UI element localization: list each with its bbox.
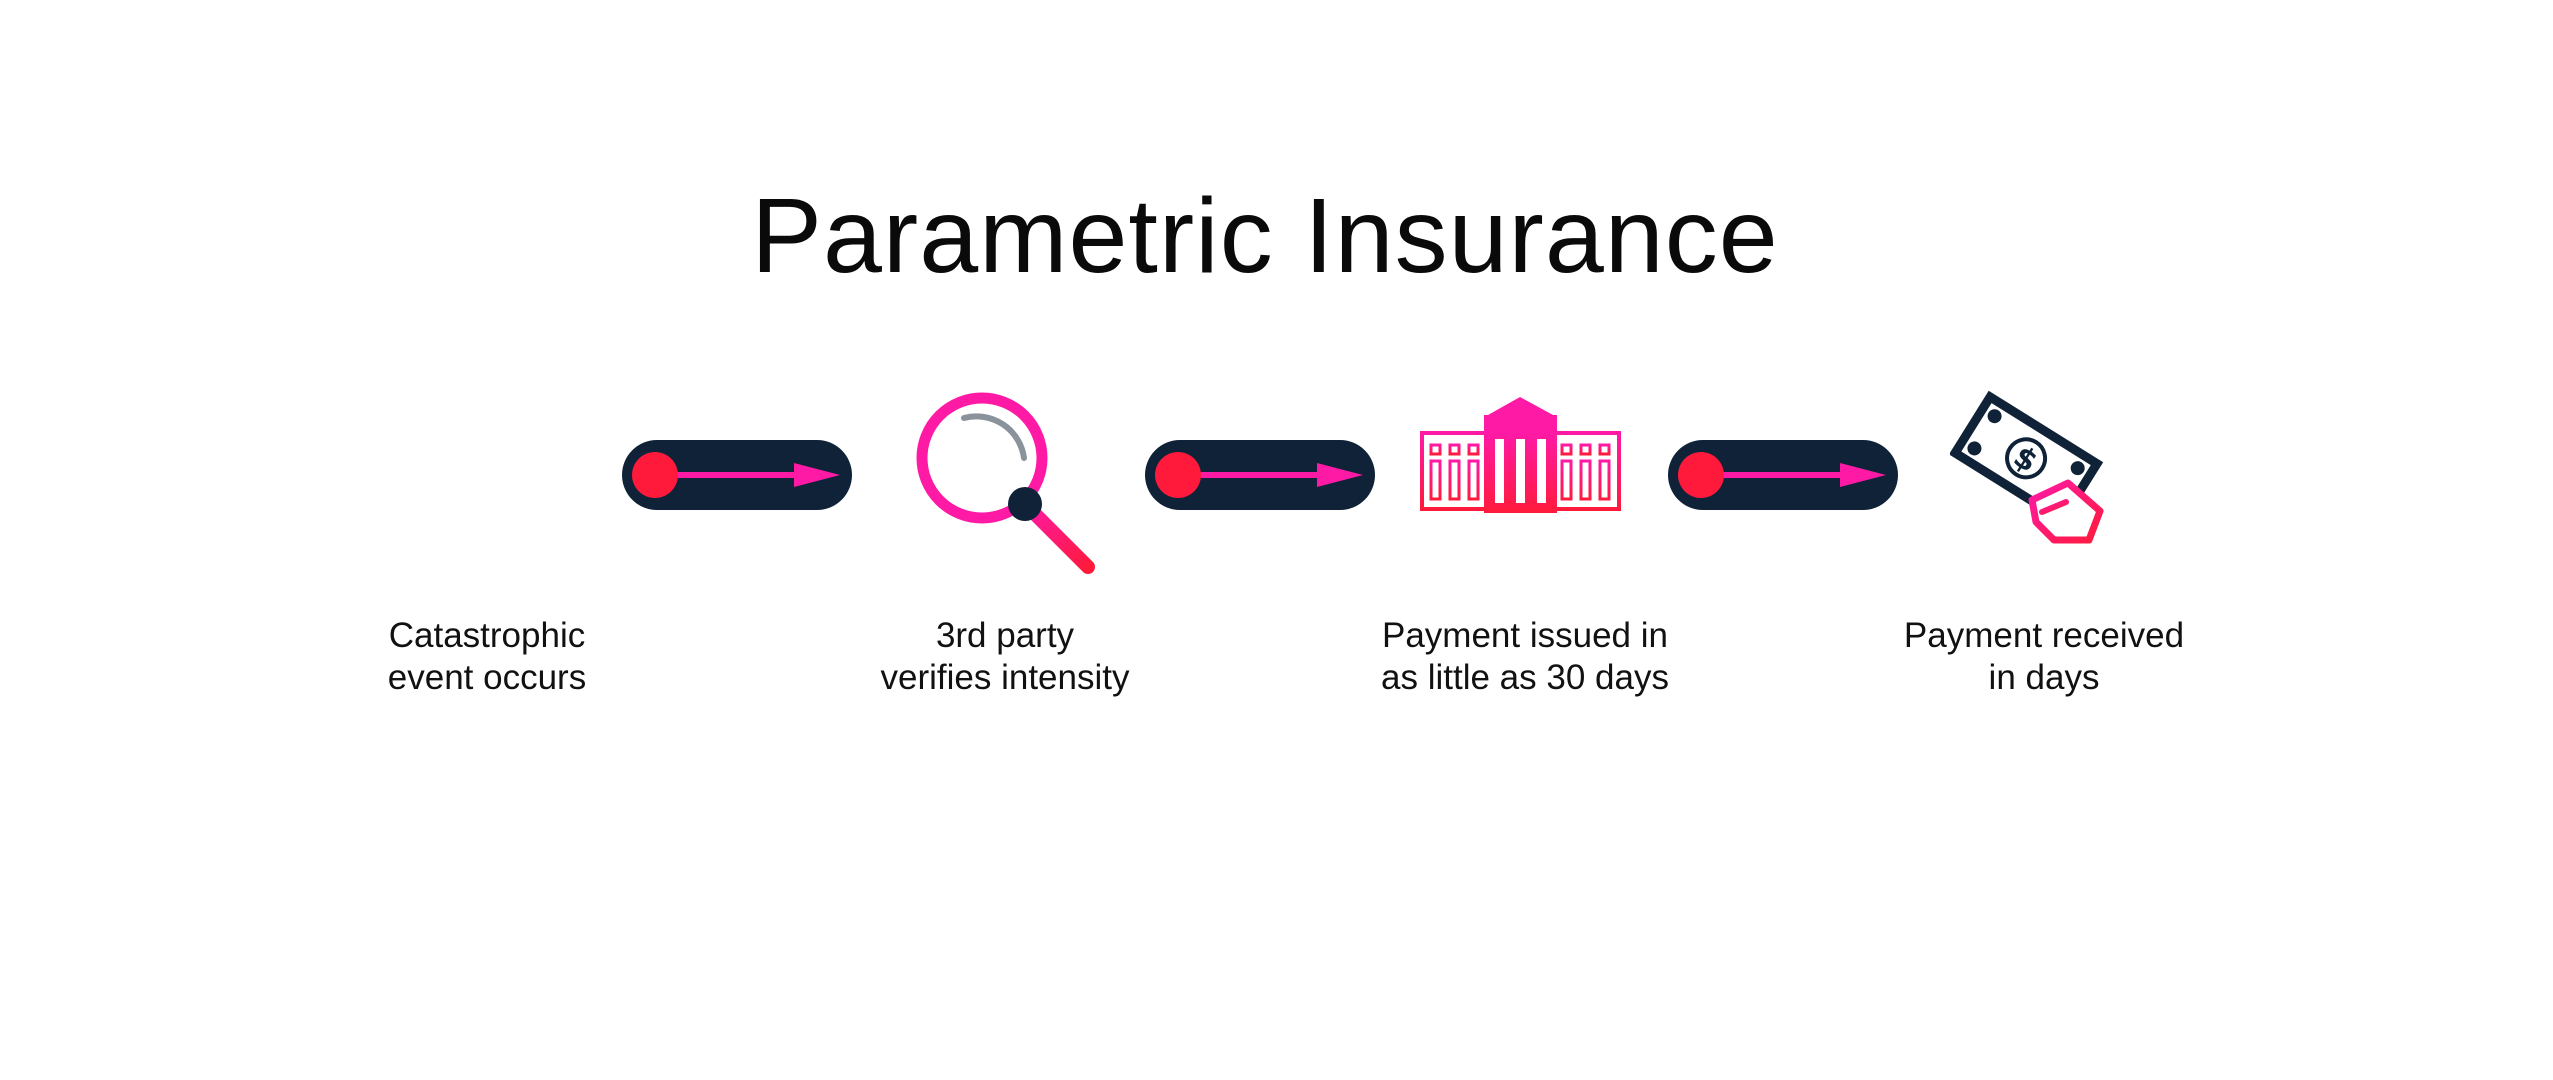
step-label-verifies-intensity: 3rd party verifies intensity [805, 615, 1205, 699]
step-2-line-2: verifies intensity [880, 658, 1130, 697]
step-3-line-2: as little as 30 days [1381, 658, 1669, 697]
step-1-line-2: event occurs [387, 658, 587, 697]
step-4-line-1: Payment received [1903, 616, 2185, 655]
step-2-line-1: 3rd party [935, 616, 1075, 655]
step-3-line-1: Payment issued in [1382, 616, 1668, 655]
step-4-line-2: in days [1988, 658, 2100, 697]
step-1-line-1: Catastrophic [388, 616, 586, 655]
step-label-catastrophic-event: Catastrophic event occurs [287, 615, 687, 699]
cash-in-hand-icon: $ [1950, 390, 2104, 544]
bank-building-icon [1420, 397, 1621, 513]
step-label-payment-received: Payment received in days [1844, 615, 2244, 699]
step-label-payment-issued: Payment issued in as little as 30 days [1325, 615, 1725, 699]
arrow-connector-2 [1145, 440, 1375, 510]
arrow-connector-3 [1668, 440, 1898, 510]
arrow-connector-1 [622, 440, 852, 510]
page-title: Parametric Insurance [751, 177, 1779, 295]
tornado-icon [416, 389, 536, 565]
magnifying-glass-icon [916, 392, 1095, 574]
